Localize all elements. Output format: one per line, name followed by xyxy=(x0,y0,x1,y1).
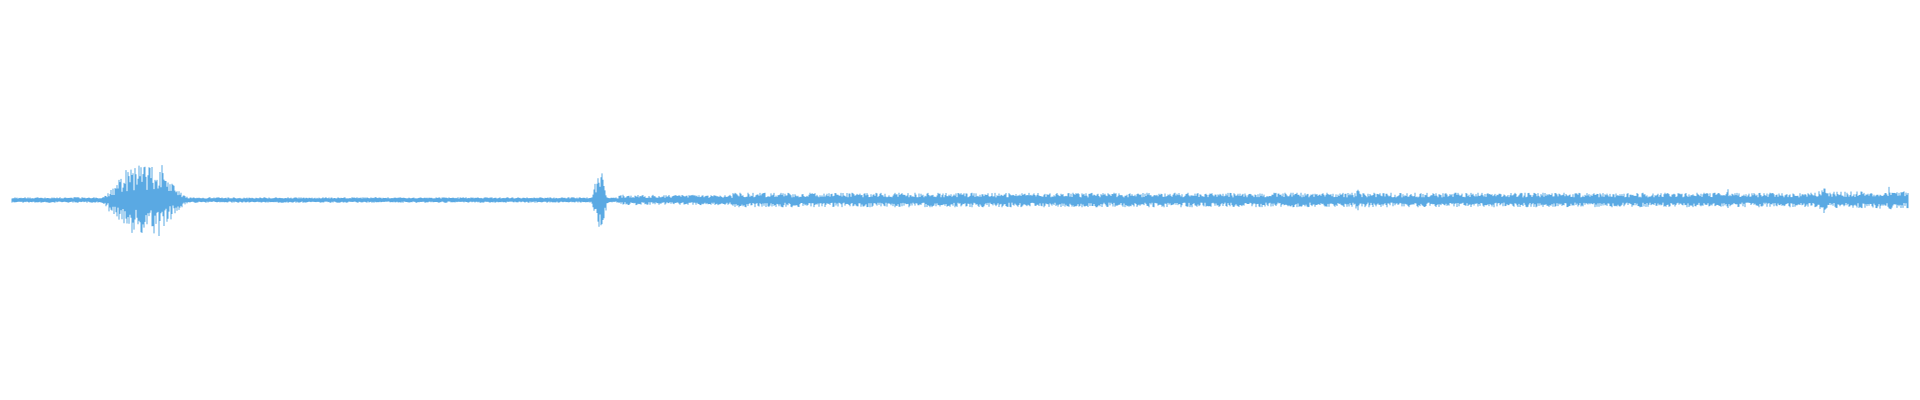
waveform-trace xyxy=(11,165,1909,236)
